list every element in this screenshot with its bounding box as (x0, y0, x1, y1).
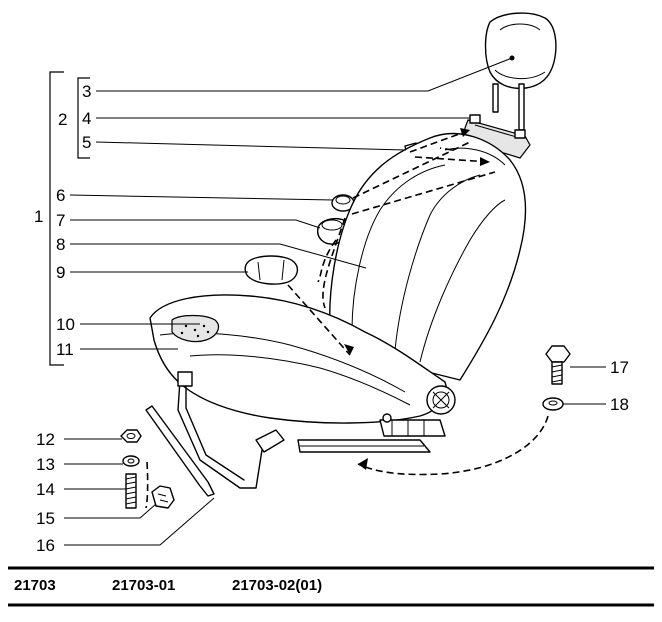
callout-labels: 1 2 3 4 5 6 7 8 9 10 11 12 13 14 15 16 1… (34, 82, 629, 555)
callout-18: 18 (610, 395, 629, 414)
callout-7: 7 (56, 211, 65, 230)
model-code-1: 21703 (14, 577, 56, 594)
seat-frame (177, 371, 446, 489)
callout-5: 5 (82, 133, 91, 152)
callout-13: 13 (36, 455, 55, 474)
callout-14: 14 (36, 480, 55, 499)
headrest-guide-bracket (461, 114, 531, 159)
assembly-lines (145, 128, 549, 509)
leader-lines (64, 57, 606, 546)
recline-knob (426, 385, 456, 415)
model-code-table: 21703 21703-01 21703-02(01) (8, 566, 654, 607)
callout-17: 17 (610, 358, 629, 377)
callout-8: 8 (56, 235, 65, 254)
cap-6 (331, 194, 355, 212)
nut (120, 429, 142, 443)
model-code-3: 21703-02(01) (232, 577, 322, 594)
bolt-washer (542, 397, 564, 411)
callout-10: 10 (56, 315, 75, 334)
callout-15: 15 (36, 509, 55, 528)
bolt (545, 345, 571, 385)
callout-16: 16 (36, 536, 55, 555)
callout-12: 12 (36, 430, 55, 449)
callout-1: 1 (34, 207, 43, 226)
cross-bar (145, 405, 215, 497)
group-bracket-2 (77, 77, 90, 159)
model-code-2: 21703-01 (112, 577, 175, 594)
bracket-clip (151, 485, 175, 509)
callout-9: 9 (56, 263, 65, 282)
callout-4: 4 (82, 109, 91, 128)
callout-2: 2 (58, 110, 67, 129)
callout-6: 6 (56, 186, 65, 205)
callout-3: 3 (82, 82, 91, 101)
stud (125, 473, 137, 509)
headrest (484, 12, 557, 131)
seat-back (329, 132, 527, 381)
callout-11: 11 (56, 340, 74, 359)
clip (244, 255, 299, 285)
washer (122, 455, 140, 467)
group-bracket-1 (49, 71, 64, 366)
